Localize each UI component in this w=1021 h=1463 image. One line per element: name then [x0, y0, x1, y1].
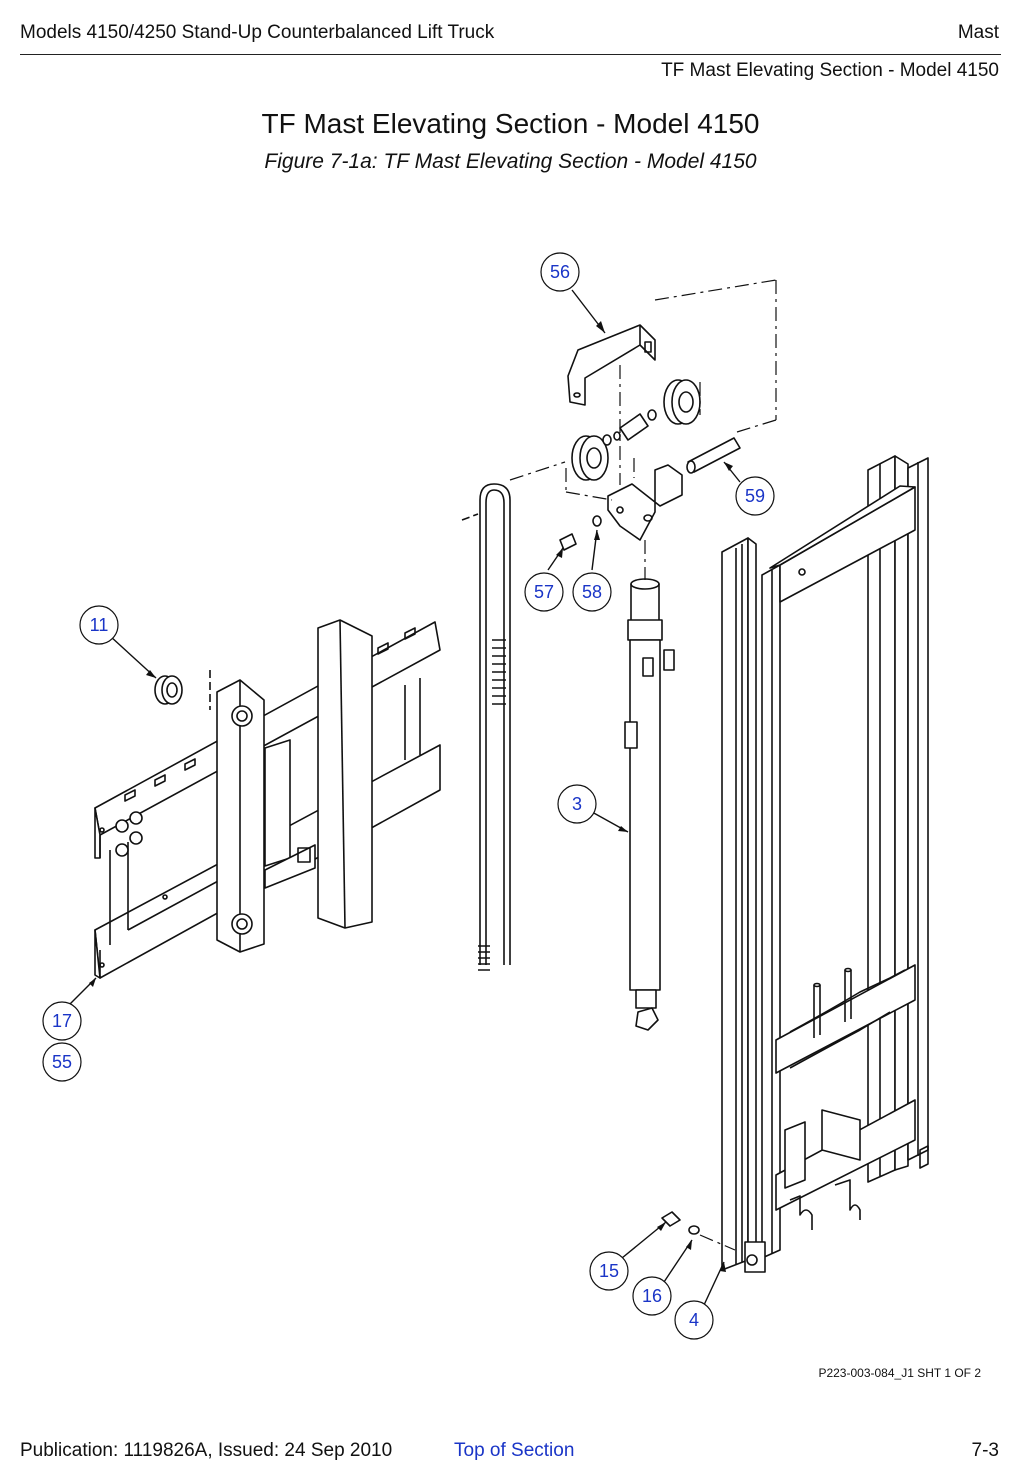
footer-page-number: 7-3 [971, 1440, 999, 1461]
cylinder-head-bracket [559, 464, 683, 551]
roller-bearing-11 [154, 675, 183, 705]
callout-57: 57 [534, 582, 554, 602]
header-document-title: Models 4150/4250 Stand-Up Counterbalance… [20, 22, 495, 43]
callout-17: 17 [52, 1011, 72, 1031]
callout-3-bubble [557, 784, 597, 824]
callout-59-bubble [735, 476, 775, 516]
page-title: TF Mast Elevating Section - Model 4150 [261, 108, 760, 139]
alignment-lines [509, 279, 777, 1251]
fasteners-15-16 [661, 1211, 700, 1235]
callout-16: 16 [642, 1286, 662, 1306]
callout-4-bubble [674, 1300, 714, 1340]
callout-56: 56 [550, 262, 570, 282]
callout-11: 11 [90, 615, 109, 635]
callout-bubbles [42, 252, 775, 1340]
leader-arrowheads [89, 321, 733, 1272]
lift-cylinder-3 [624, 578, 675, 1031]
lift-chain [461, 483, 511, 971]
callout-58-bubble [572, 572, 612, 612]
callout-3: 3 [572, 794, 582, 814]
callout-11-bubble [79, 605, 119, 645]
mast-assembly [721, 455, 929, 1273]
callout-56-bubble [540, 252, 580, 292]
header-chapter: Mast [957, 22, 999, 43]
callout-4: 4 [689, 1310, 699, 1330]
callout-59: 59 [745, 486, 765, 506]
callout-55: 55 [52, 1052, 72, 1072]
drawing-reference: P223-003-084_J1 SHT 1 OF 2 [818, 1366, 981, 1380]
callout-15-bubble [589, 1251, 629, 1291]
carriage-assembly [94, 619, 441, 979]
sheave-bracket-56 [567, 324, 656, 406]
callout-58: 58 [582, 582, 602, 602]
header-divider [20, 54, 1001, 55]
callout-17-bubble [42, 1001, 82, 1041]
sheave-assembly [571, 379, 741, 481]
callout-15: 15 [599, 1261, 619, 1281]
figure-caption: Figure 7-1a: TF Mast Elevating Section -… [264, 150, 757, 173]
callout-labels: 56 59 57 58 11 3 17 55 15 16 4 [52, 262, 765, 1330]
header-section: TF Mast Elevating Section - Model 4150 [661, 60, 999, 81]
callout-55-bubble [42, 1042, 82, 1082]
callout-57-bubble [524, 572, 564, 612]
footer-publication: Publication: 1119826A, Issued: 24 Sep 20… [20, 1440, 393, 1461]
callout-16-bubble [632, 1276, 672, 1316]
top-of-section-link[interactable]: Top of Section [454, 1440, 575, 1461]
